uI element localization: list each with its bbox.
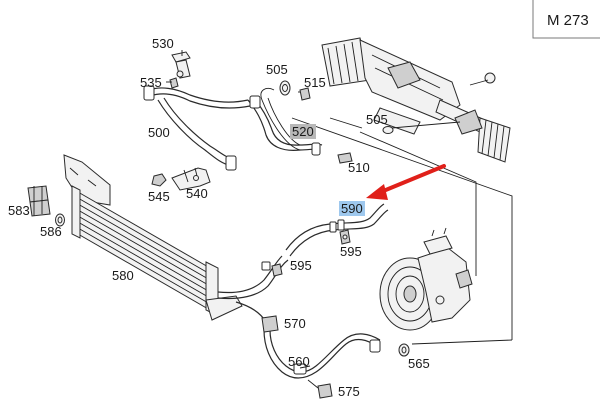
callout-505-right: 505	[366, 112, 388, 127]
model-label: M 273	[547, 12, 589, 29]
highlight-590	[339, 201, 365, 216]
bracket-530	[171, 50, 191, 79]
callout-515: 515	[304, 75, 326, 90]
callout-500: 500	[148, 125, 170, 140]
washer-505-right	[382, 126, 394, 134]
bolt-535	[166, 77, 179, 89]
steering-gear	[321, 37, 511, 163]
callout-545: 545	[148, 189, 170, 204]
bolt-515	[298, 87, 311, 101]
clamp-595-right	[339, 229, 351, 245]
bracket-540	[151, 167, 211, 191]
callout-575: 575	[338, 384, 360, 399]
callout-535: 535	[140, 75, 162, 90]
callout-590: 590	[341, 201, 363, 216]
clamp-595-left	[271, 263, 283, 277]
leader-lines	[291, 117, 513, 369]
upper-hose-500	[143, 85, 301, 171]
callout-505-top: 505	[266, 62, 288, 77]
washer-505-top	[279, 80, 291, 96]
callout-583: 583	[8, 203, 30, 218]
ring-586	[55, 213, 65, 227]
callout-586: 586	[40, 224, 62, 239]
highlight-520	[290, 124, 316, 139]
callout-540: 540	[186, 186, 208, 201]
callout-580: 580	[112, 268, 134, 283]
oil-cooler-580	[63, 154, 289, 323]
bracket-570	[261, 315, 279, 333]
callout-565: 565	[408, 356, 430, 371]
bolt-510	[337, 152, 353, 164]
callout-560: 560	[288, 354, 310, 369]
power-steering-pump	[379, 227, 473, 331]
callout-595-right: 595	[340, 244, 362, 259]
callout-570: 570	[284, 316, 306, 331]
callout-labels: 530 535 505 515 500 520 505 510 545 540 …	[8, 36, 430, 399]
callout-510: 510	[348, 160, 370, 175]
return-line-560	[263, 329, 381, 379]
washer-565	[398, 343, 410, 357]
red-arrow	[366, 164, 446, 200]
hose-590	[285, 203, 389, 257]
model-label-box: M 273	[532, 0, 600, 39]
bolt-575	[307, 379, 333, 399]
callout-595-left: 595	[290, 258, 312, 273]
hose-520	[260, 88, 323, 156]
callout-530: 530	[152, 36, 174, 51]
callout-520: 520	[292, 124, 314, 139]
bracket-583	[27, 185, 51, 217]
